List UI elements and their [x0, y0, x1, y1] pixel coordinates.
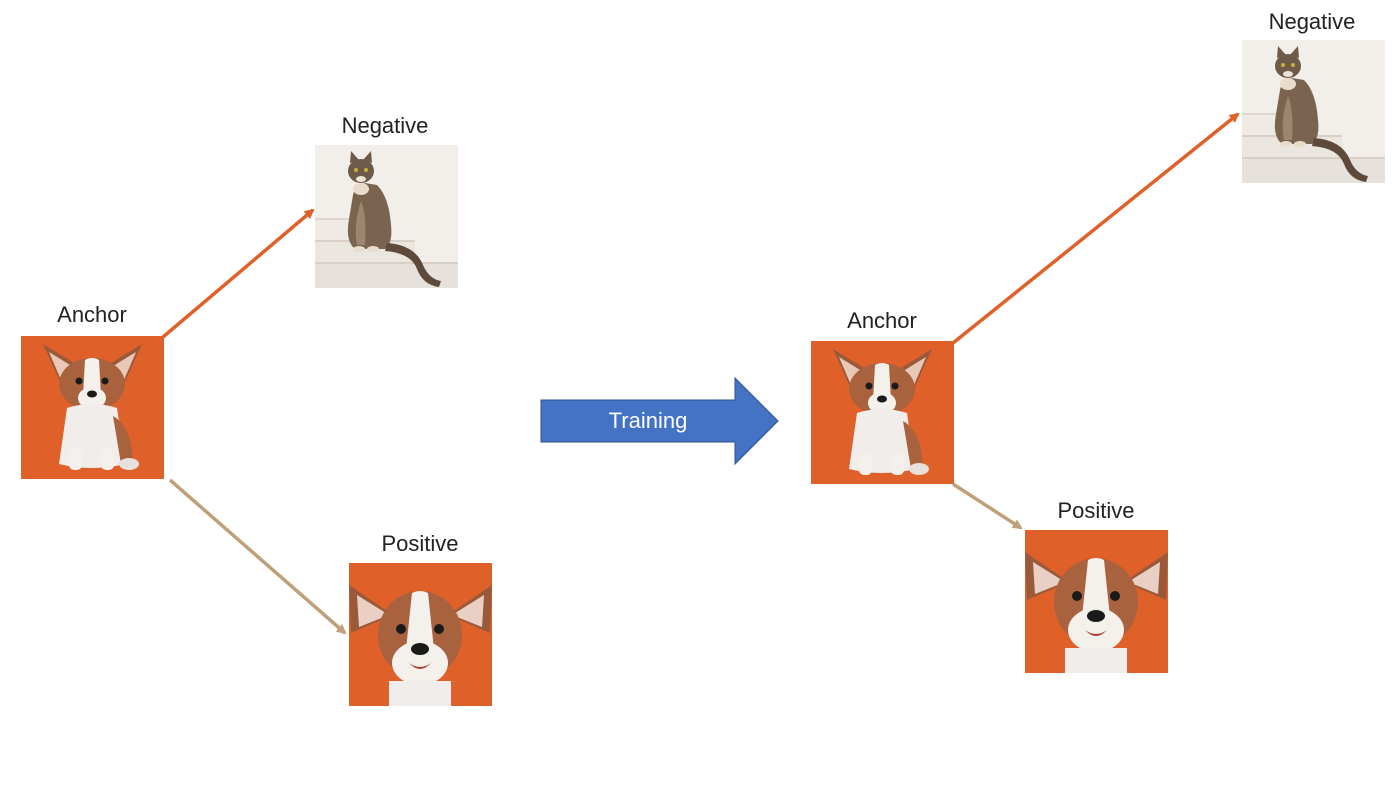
after-anchor-label: Anchor — [847, 308, 917, 333]
corgi-puppy-sitting-icon — [21, 336, 164, 479]
cat-on-stairs-icon — [315, 145, 458, 288]
training-block-arrow — [540, 376, 779, 466]
before-negative-arrow — [161, 208, 315, 339]
before-positive-arrow — [168, 478, 347, 635]
before-positive-label: Positive — [381, 531, 459, 556]
corgi-face-closeup-icon — [1025, 530, 1168, 673]
after-negative-label: Negative — [1268, 9, 1356, 34]
before-negative-label: Negative — [341, 113, 429, 138]
after-positive-arrow — [952, 482, 1023, 530]
corgi-puppy-sitting-icon — [811, 341, 954, 484]
training-label: Training — [608, 408, 688, 433]
before-anchor-label: Anchor — [57, 302, 127, 327]
corgi-face-closeup-icon — [349, 563, 492, 706]
after-positive-label: Positive — [1057, 498, 1135, 523]
cat-on-stairs-icon — [1242, 40, 1385, 183]
after-negative-arrow — [951, 112, 1240, 345]
